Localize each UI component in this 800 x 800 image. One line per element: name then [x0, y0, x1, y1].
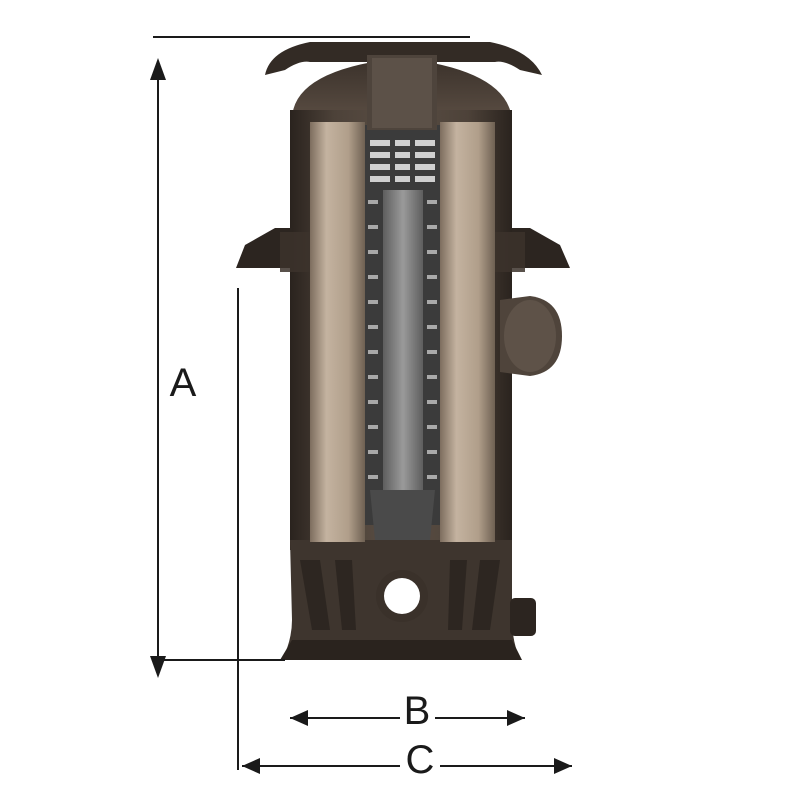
base-width-label: B	[404, 689, 431, 733]
overall-width-label: C	[406, 738, 435, 782]
core-funnel	[370, 490, 435, 540]
dimension-lines	[153, 36, 572, 774]
height-arrow-bottom	[150, 656, 166, 678]
tank-foot	[280, 640, 522, 660]
cartridge-pleats-right	[440, 122, 495, 542]
cartridge-pleats-left	[310, 122, 365, 542]
drain-plug	[510, 598, 536, 636]
height-arrow-top	[150, 58, 166, 80]
central-tube	[383, 190, 423, 490]
clamp-ring-left	[236, 228, 292, 268]
clamp-ring-right	[512, 228, 570, 268]
height-label: A	[170, 361, 197, 405]
filter-cartridge	[310, 55, 495, 542]
